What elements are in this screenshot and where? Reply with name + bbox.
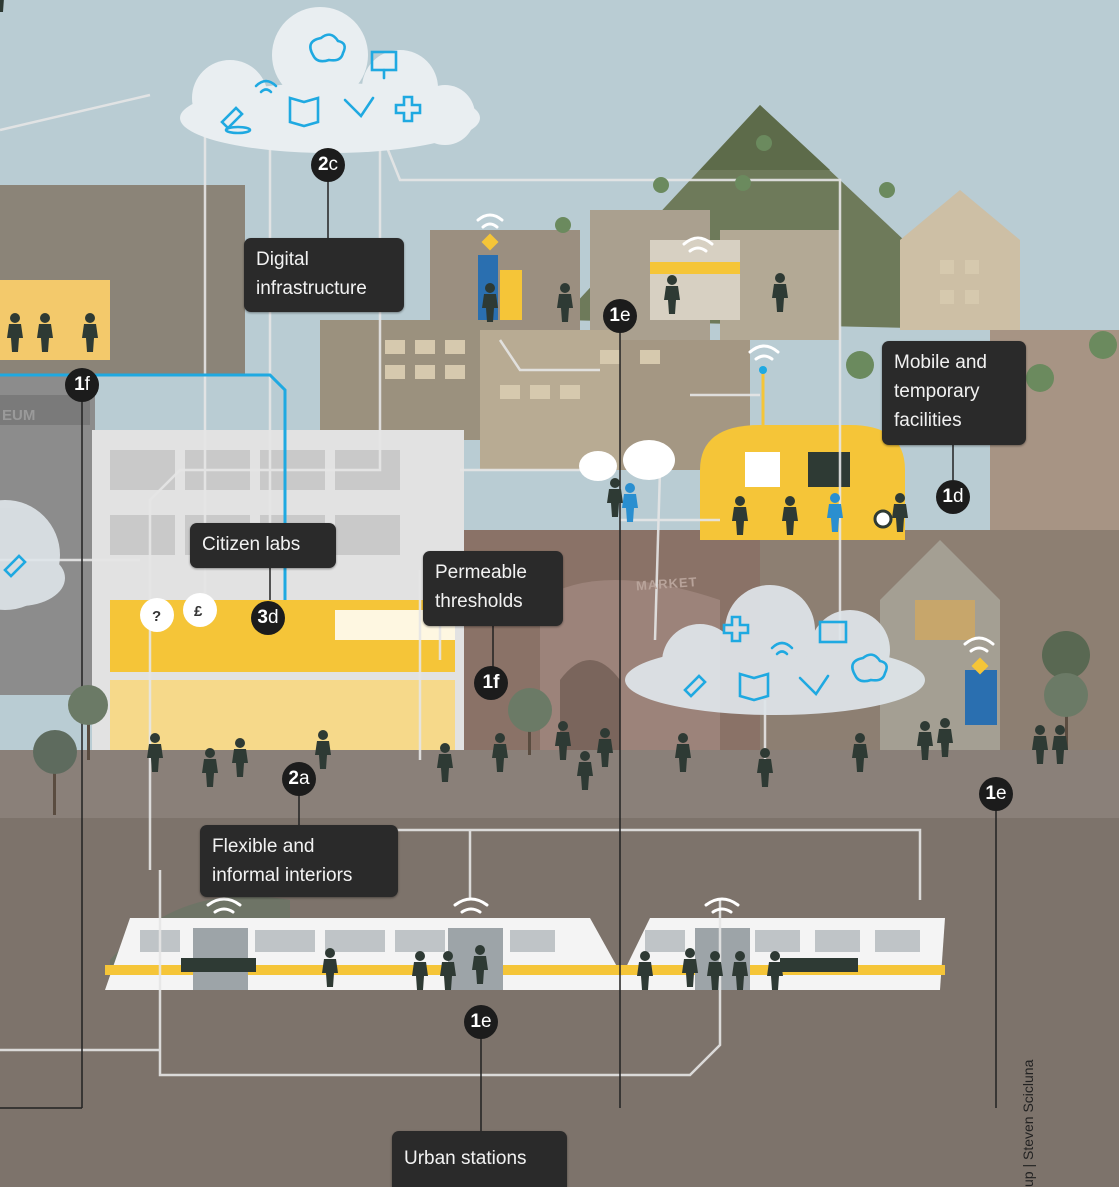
callout-permeable-thresholds: Permeable thresholds bbox=[423, 551, 563, 626]
callout-urban-stations: Urban stations bbox=[392, 1131, 567, 1187]
price-bubble-text: £ bbox=[194, 603, 203, 620]
callout-line: Digital bbox=[256, 249, 309, 270]
urban-train-right bbox=[615, 918, 945, 990]
digital-cloud-top bbox=[180, 7, 480, 153]
callout-line: informal interiors bbox=[212, 865, 353, 886]
marker-1e: 1e bbox=[603, 299, 637, 333]
people bbox=[0, 0, 1068, 990]
marker-1d: 1d bbox=[936, 480, 970, 514]
marker-1f: 1f bbox=[65, 368, 99, 402]
digital-cloud-right bbox=[625, 585, 925, 715]
marker-2a: 2a bbox=[282, 762, 316, 796]
museum-sign: EUM bbox=[2, 407, 35, 424]
cloud-icons bbox=[3, 33, 888, 702]
marker-2c: 2c bbox=[311, 148, 345, 182]
image-credit: up | Steven Scicluna bbox=[1020, 1059, 1036, 1187]
marker-3d: 3d bbox=[251, 601, 285, 635]
callout-line: thresholds bbox=[435, 591, 523, 612]
callout-mobile-temporary-facilities: Mobile and temporary facilities bbox=[882, 341, 1026, 445]
digital-cloud-left bbox=[0, 500, 65, 610]
callout-digital-infrastructure: Digital infrastructure bbox=[244, 238, 404, 312]
callout-line: Mobile and bbox=[894, 352, 987, 373]
callout-citizen-labs: Citizen labs bbox=[190, 523, 336, 568]
marker-1e-station: 1e bbox=[464, 1005, 498, 1039]
callout-line: Citizen labs bbox=[202, 534, 301, 555]
wifi-icons bbox=[206, 213, 995, 914]
callout-line: Urban stations bbox=[404, 1148, 527, 1169]
callout-line: facilities bbox=[894, 410, 962, 431]
callout-flexible-informal-interiors: Flexible and informal interiors bbox=[200, 825, 398, 897]
trees bbox=[33, 135, 1117, 815]
callout-line: temporary bbox=[894, 381, 980, 402]
callout-line: Flexible and bbox=[212, 836, 315, 857]
question-bubble-text: ? bbox=[152, 608, 161, 625]
callout-line: infrastructure bbox=[256, 278, 367, 299]
callout-line: Permeable bbox=[435, 562, 527, 583]
mobile-facility-dome bbox=[700, 425, 905, 540]
marker-1f-bold: 1f bbox=[474, 666, 508, 700]
marker-1e-right: 1e bbox=[979, 777, 1013, 811]
market-sign: MARKET bbox=[636, 574, 699, 593]
urban-train-left bbox=[105, 918, 630, 990]
